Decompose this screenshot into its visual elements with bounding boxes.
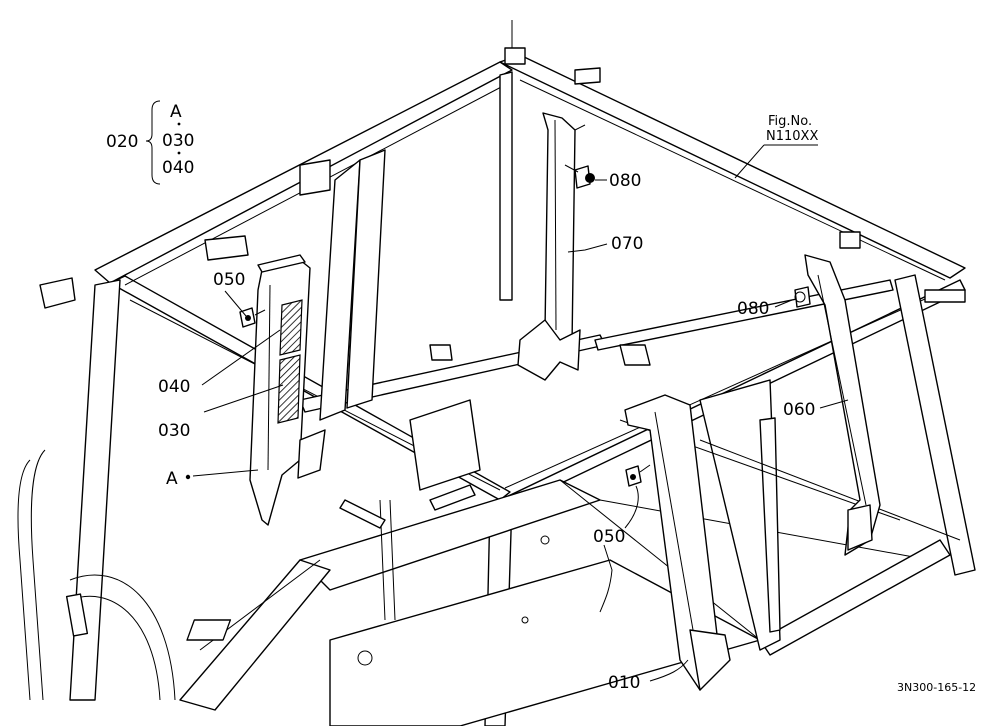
part-020-pillar-trim	[249, 254, 326, 526]
callout-080-top: 080	[609, 171, 641, 191]
callout-leaders	[185, 179, 849, 682]
part-010-pillar-trim	[624, 394, 731, 691]
cab-frame	[17, 20, 976, 726]
figure-number: Fig.No. N110XX	[734, 114, 818, 179]
fig-no-value: N110XX	[766, 129, 818, 144]
assembly-item-030: 030	[162, 131, 194, 151]
assembly-item-040: 040	[162, 158, 194, 178]
part-070-pillar-trim	[517, 112, 586, 381]
callout-050-left: 050	[213, 270, 245, 290]
callout-010: 010	[608, 673, 640, 693]
callout-a: A	[166, 469, 178, 489]
callout-030: 030	[158, 421, 190, 441]
drawing-code: 3N300-165-12	[897, 681, 976, 694]
assembly-item-a: A	[170, 102, 182, 122]
callout-060: 060	[783, 400, 815, 420]
assembly-parent-label: 020	[106, 132, 138, 152]
callout-labels: 080 070 050 080 040 060 030 A 050 010	[158, 171, 815, 693]
fastener-080-right	[794, 286, 811, 308]
part-040-patch	[279, 299, 303, 356]
part-030-patch	[277, 354, 301, 424]
fig-no-label: Fig.No.	[768, 114, 812, 129]
callout-040: 040	[158, 377, 190, 397]
fastener-080-top	[564, 164, 595, 189]
callout-080-right: 080	[737, 299, 769, 319]
callout-070: 070	[611, 234, 643, 254]
part-060-pillar-trim	[804, 254, 881, 556]
assembly-bracket: 020 A 030 040	[106, 100, 194, 185]
fastener-050-right	[625, 464, 651, 487]
callout-050-right: 050	[593, 527, 625, 547]
